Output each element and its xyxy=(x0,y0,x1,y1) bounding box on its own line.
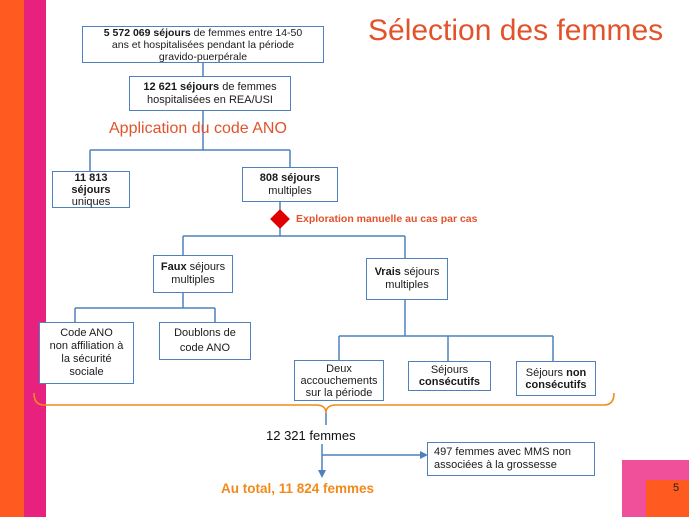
rea-sejours-value: 12 621 séjours xyxy=(143,80,220,93)
code-ano-line2: non affiliation à xyxy=(49,340,124,352)
deux-line1: Deux xyxy=(326,362,352,375)
code-ano-line1: Code ANO xyxy=(60,327,113,339)
box-doublons: Doublons de code ANO xyxy=(159,322,251,360)
box-code-ano: Code ANO non affiliation à la sécurité s… xyxy=(39,322,134,384)
application-code-ano-label: Application du code ANO xyxy=(109,120,287,137)
box-deux-accouchements: Deux accouchements sur la période xyxy=(294,360,384,401)
total-sejours-text3: gravido-puerpérale xyxy=(158,50,248,63)
box-sejours-consecutifs: Séjours consécutifs xyxy=(408,361,491,391)
box-rea-usi: 12 621 séjours de femmes hospitalisées e… xyxy=(129,76,291,111)
corner-decoration-orange xyxy=(646,480,689,517)
rea-text1: de femmes xyxy=(219,80,277,93)
multiples-text: multiples xyxy=(268,184,312,197)
box-mms: 497 femmes avec MMS non associées à la g… xyxy=(427,442,595,476)
page-title: Sélection des femmes xyxy=(368,14,664,47)
non-consecutifs-bold1: non xyxy=(566,366,587,379)
page-number: 5 xyxy=(673,482,680,494)
mms-line2: associées à la grossesse xyxy=(434,459,557,471)
vrais-bold: Vrais xyxy=(374,266,401,278)
consecutifs-bold: consécutifs xyxy=(418,376,481,388)
total-sejours-value: 5 572 069 séjours xyxy=(103,26,191,39)
femmes-12321-label: 12 321 femmes xyxy=(266,428,356,443)
uniques-sejours: séjours xyxy=(71,183,111,196)
doublons-line1: Doublons de xyxy=(174,327,236,339)
doublons-line2: code ANO xyxy=(179,342,231,354)
non-consecutifs-text: Séjours xyxy=(525,366,567,379)
uniques-text: uniques xyxy=(71,195,111,208)
rea-text2: hospitalisées en REA/USI xyxy=(147,93,273,106)
deux-line2: accouchements xyxy=(300,374,378,387)
total-sejours-text2: ans et hospitalisées pendant la période xyxy=(111,38,295,51)
bracket-brace-icon xyxy=(33,392,615,414)
box-faux-sejours: Faux séjours multiples xyxy=(153,255,233,293)
total-sejours-text1: de femmes entre 14-50 xyxy=(190,26,303,39)
faux-text1: séjours xyxy=(186,261,226,273)
box-sejours-non-consecutifs: Séjours non consécutifs xyxy=(516,361,596,396)
box-vrais-sejours: Vrais séjours multiples xyxy=(366,258,448,300)
deux-line3: sur la période xyxy=(305,386,373,399)
multiples-value: 808 séjours xyxy=(259,171,321,184)
non-consecutifs-bold2: consécutifs xyxy=(525,378,587,391)
exploration-label: Exploration manuelle au cas par cas xyxy=(296,213,478,225)
vrais-text2: multiples xyxy=(385,279,429,291)
faux-bold: Faux xyxy=(160,261,187,273)
code-ano-line4: sociale xyxy=(69,366,104,378)
uniques-value: 11 813 xyxy=(74,171,108,184)
box-total-sejours: 5 572 069 séjours de femmes entre 14-50 … xyxy=(82,26,324,63)
mms-line1: 497 femmes avec MMS non xyxy=(434,446,571,458)
consecutifs-text: Séjours xyxy=(430,364,469,376)
left-accent-bar xyxy=(0,0,24,517)
box-sejours-uniques: 11 813 séjours uniques xyxy=(52,171,130,208)
code-ano-line3: la sécurité xyxy=(61,353,112,365)
au-total-label: Au total, 11 824 femmes xyxy=(221,481,375,496)
box-sejours-multiples: 808 séjours multiples xyxy=(242,167,338,202)
vrais-text1: séjours xyxy=(400,266,440,278)
left-pink-bar xyxy=(24,0,46,517)
faux-text2: multiples xyxy=(171,274,215,286)
